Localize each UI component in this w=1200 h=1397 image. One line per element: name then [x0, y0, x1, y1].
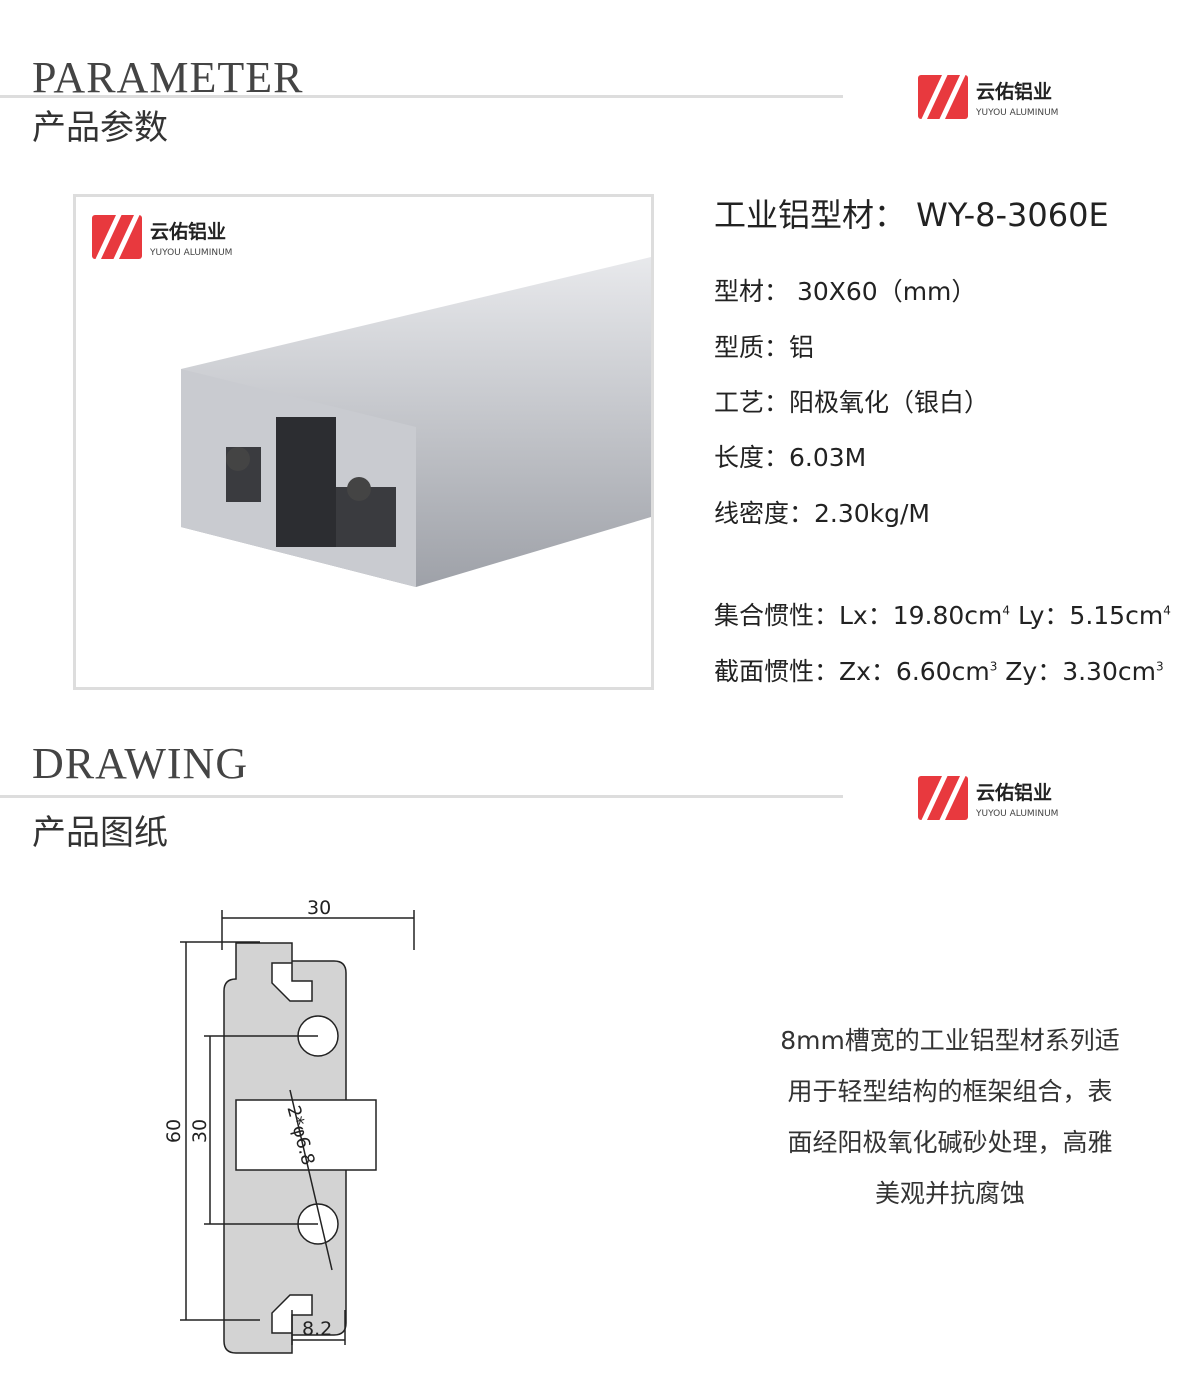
brand-logo: 云佑铝业 YUYOU ALUMINUM: [918, 75, 1058, 119]
logo-icon: [92, 215, 142, 259]
inertia-ly: Ly：5.15cm: [1010, 601, 1164, 630]
desc-line: 美观并抗腐蚀: [874, 1179, 1025, 1208]
inertia-lx: 集合惯性：Lx：19.80cm: [714, 601, 1003, 630]
desc-line: 8mm槽宽的工业铝型材系列适: [780, 1026, 1120, 1055]
parameter-heading-cn: 产品参数: [32, 108, 168, 148]
spec-length: 长度：6.03M: [714, 443, 867, 472]
logo-icon: [918, 75, 968, 119]
technical-drawing: [180, 910, 415, 1354]
section-zx: 截面惯性：Zx：6.60cm: [714, 657, 990, 686]
divider: [0, 795, 843, 798]
drawing-heading-cn: 产品图纸: [32, 813, 168, 853]
section-zy: Zy：3.30cm: [997, 657, 1156, 686]
aluminum-profile-image: [181, 257, 651, 587]
logo-sub: YUYOU ALUMINUM: [976, 107, 1059, 118]
spec-inertia: 集合惯性：Lx：19.80cm4 Ly：5.15cm4: [714, 596, 1171, 632]
product-title: 工业铝型材： WY-8-3060E: [714, 196, 1109, 234]
spec-process: 工艺：阳极氧化（银白）: [714, 388, 990, 417]
spec-material: 型质：铝: [714, 333, 815, 362]
dim-height: 60: [163, 1118, 186, 1144]
exp: 4: [1002, 603, 1011, 618]
spec-density: 线密度：2.30kg/M: [714, 499, 931, 528]
product-description: 8mm槽宽的工业铝型材系列适 用于轻型结构的框架组合，表 面经阳极氧化碱砂处理，…: [740, 1015, 1160, 1219]
parameter-heading-en: PARAMETER: [32, 53, 304, 102]
brand-logo: 云佑铝业 YUYOU ALUMINUM: [918, 776, 1058, 820]
logo-name: 云佑铝业: [150, 220, 227, 243]
dim-slot: 8.2: [302, 1318, 333, 1340]
desc-line: 用于轻型结构的框架组合，表: [787, 1077, 1113, 1106]
logo-sub: YUYOU ALUMINUM: [976, 808, 1059, 819]
drawing-heading-en: DRAWING: [32, 739, 249, 788]
spec-section: 截面惯性：Zx：6.60cm3 Zy：3.30cm3: [714, 652, 1164, 688]
photo-logo: 云佑铝业 YUYOU ALUMINUM: [92, 215, 232, 259]
product-photo: 云佑铝业 YUYOU ALUMINUM: [73, 194, 654, 690]
exp: 3: [989, 659, 998, 674]
dim-width: 30: [307, 897, 332, 919]
logo-name: 云佑铝业: [976, 781, 1053, 804]
dim-pitch: 30: [189, 1118, 212, 1144]
divider: [0, 95, 843, 98]
desc-line: 面经阳极氧化碱砂处理，高雅: [787, 1128, 1113, 1157]
logo-icon: [918, 776, 968, 820]
exp: 4: [1163, 603, 1171, 618]
exp: 3: [1155, 659, 1164, 674]
spec-size: 型材： 30X60（mm）: [714, 277, 977, 306]
logo-name: 云佑铝业: [976, 80, 1053, 103]
logo-sub: YUYOU ALUMINUM: [150, 247, 233, 258]
